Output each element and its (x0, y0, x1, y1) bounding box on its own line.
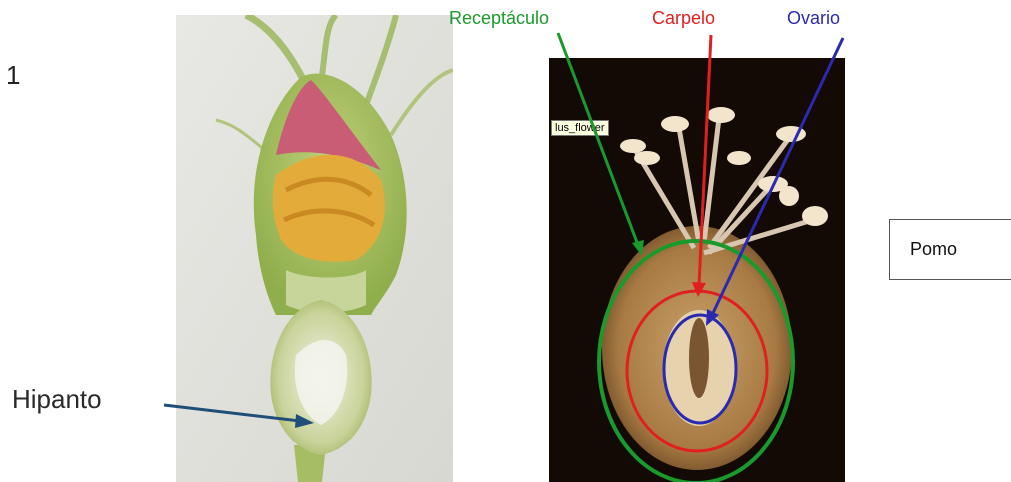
carpel-label: Carpelo (652, 8, 715, 29)
pomo-label: Pomo (910, 239, 957, 260)
ovary-ring (664, 315, 736, 423)
pomo-textbox: Pomo (889, 219, 1011, 280)
ovary-label: Ovario (787, 8, 840, 29)
receptacle-label: Receptáculo (449, 8, 549, 29)
